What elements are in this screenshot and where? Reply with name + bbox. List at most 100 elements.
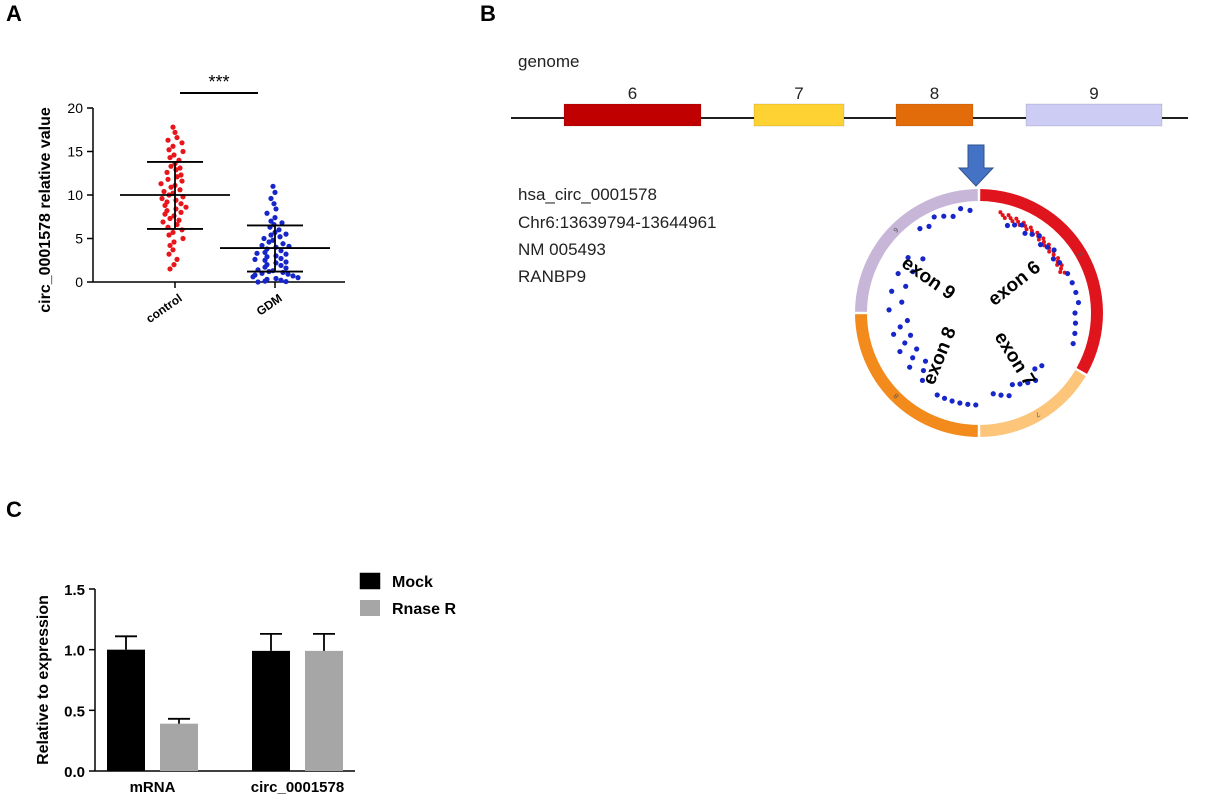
coverage-point: [1037, 242, 1044, 248]
coverage-point: [941, 213, 947, 219]
data-point-control: [174, 256, 180, 262]
data-point-control: [162, 211, 168, 217]
data-point-gdm: [279, 220, 285, 226]
coverage-point: [1056, 260, 1063, 266]
data-point-control: [183, 204, 189, 210]
coverage-point: [967, 207, 973, 213]
coverage-point: [1017, 381, 1023, 387]
circle-segment-exon-6: [980, 189, 1103, 374]
data-point-gdm: [262, 249, 268, 256]
coverage-point: [920, 367, 927, 374]
coverage-point: [934, 392, 940, 398]
legend-swatch-mock: [359, 572, 381, 590]
legend-swatch-rnase-r: [360, 600, 380, 616]
junction-point: [1028, 225, 1033, 230]
coverage-point: [902, 340, 908, 346]
coverage-point: [1072, 310, 1078, 316]
junction-point: [1058, 269, 1063, 274]
coverage-point: [895, 270, 901, 277]
data-point-control: [158, 181, 164, 187]
bar-mock: [107, 649, 145, 771]
data-point-control: [166, 251, 172, 257]
y-tick-label: 0.5: [64, 703, 85, 720]
circle-segment-exon-8: [855, 314, 978, 437]
data-point-control: [167, 242, 173, 249]
junction-point: [1008, 216, 1013, 221]
panel-c-legend: Mock Rnase R: [359, 572, 456, 618]
data-point-gdm: [255, 279, 261, 285]
data-point-control: [171, 152, 177, 158]
data-point-gdm: [270, 183, 276, 189]
coverage-point: [1051, 247, 1057, 253]
exon-number-6: 6: [628, 84, 637, 103]
data-point-control: [170, 143, 176, 149]
data-point-gdm: [278, 248, 284, 254]
data-point-gdm: [277, 234, 283, 240]
data-point-gdm: [285, 271, 291, 277]
junction-point: [1036, 237, 1041, 242]
exon-number-7: 7: [794, 84, 803, 103]
exon-box-9: [1025, 103, 1163, 127]
coverage-point: [926, 223, 932, 229]
panel-c-bars: [107, 632, 343, 771]
coverage-point: [990, 391, 996, 397]
data-point-control: [164, 169, 170, 175]
panel-a-points: [158, 124, 301, 285]
coverage-point: [931, 214, 937, 220]
circrna-id: hsa_circ_0001578: [518, 185, 657, 204]
panel-a-significance-label: ***: [208, 72, 229, 92]
data-point-gdm: [268, 218, 274, 224]
data-point-control: [178, 201, 184, 207]
data-point-control: [176, 217, 182, 223]
y-tick-label: 10: [67, 187, 83, 203]
data-point-control: [168, 163, 174, 169]
panel-b-letter: B: [480, 1, 496, 26]
coverage-point: [886, 307, 892, 313]
data-point-gdm: [283, 259, 289, 265]
coverage-point: [905, 254, 911, 261]
coverage-point: [907, 364, 913, 370]
data-point-gdm: [268, 195, 274, 202]
exon-number-9: 9: [1089, 84, 1098, 103]
y-tick-label: 1.5: [64, 582, 85, 599]
data-point-gdm: [272, 215, 278, 221]
coverage-point: [1075, 299, 1082, 306]
exon-number-8: 8: [930, 84, 939, 103]
junction-point: [1010, 219, 1015, 224]
data-point-control: [171, 239, 177, 245]
down-arrow-icon: [957, 144, 995, 187]
data-point-gdm: [278, 255, 284, 262]
panel-c-bar-chart: C Relative to expression 0.00.51.01.5 mR…: [6, 497, 456, 796]
circrna-gene: RANBP9: [518, 267, 586, 286]
genome-exon-boxes: 6 7 8 9: [563, 84, 1163, 127]
data-point-gdm: [262, 264, 268, 270]
x-category-label: mRNA: [130, 779, 176, 796]
coverage-point: [957, 400, 963, 406]
coverage-point: [950, 213, 956, 220]
x-category-label: GDM: [254, 291, 285, 319]
coverage-point: [907, 332, 914, 338]
coverage-point: [897, 324, 903, 330]
genome-label: genome: [518, 52, 579, 71]
panel-c-y-ticks: 0.00.51.01.5: [64, 582, 95, 781]
junction-point: [1006, 213, 1011, 218]
data-point-control: [165, 137, 171, 143]
data-point-control: [165, 176, 171, 182]
data-point-control: [162, 202, 168, 209]
data-point-control: [161, 188, 167, 195]
data-point-gdm: [266, 239, 272, 245]
coverage-point: [1039, 363, 1045, 369]
legend-label-rnase-r: Rnase R: [392, 601, 456, 618]
coverage-point: [917, 226, 923, 232]
coverage-point: [1011, 222, 1018, 228]
coverage-point: [1073, 289, 1079, 296]
data-point-gdm: [254, 250, 260, 256]
panel-a-letter: A: [6, 1, 22, 26]
junction-point: [998, 210, 1003, 215]
data-point-control: [179, 178, 185, 184]
legend-label-mock: Mock: [392, 574, 433, 591]
data-point-gdm: [273, 206, 279, 212]
data-point-gdm: [280, 241, 286, 247]
